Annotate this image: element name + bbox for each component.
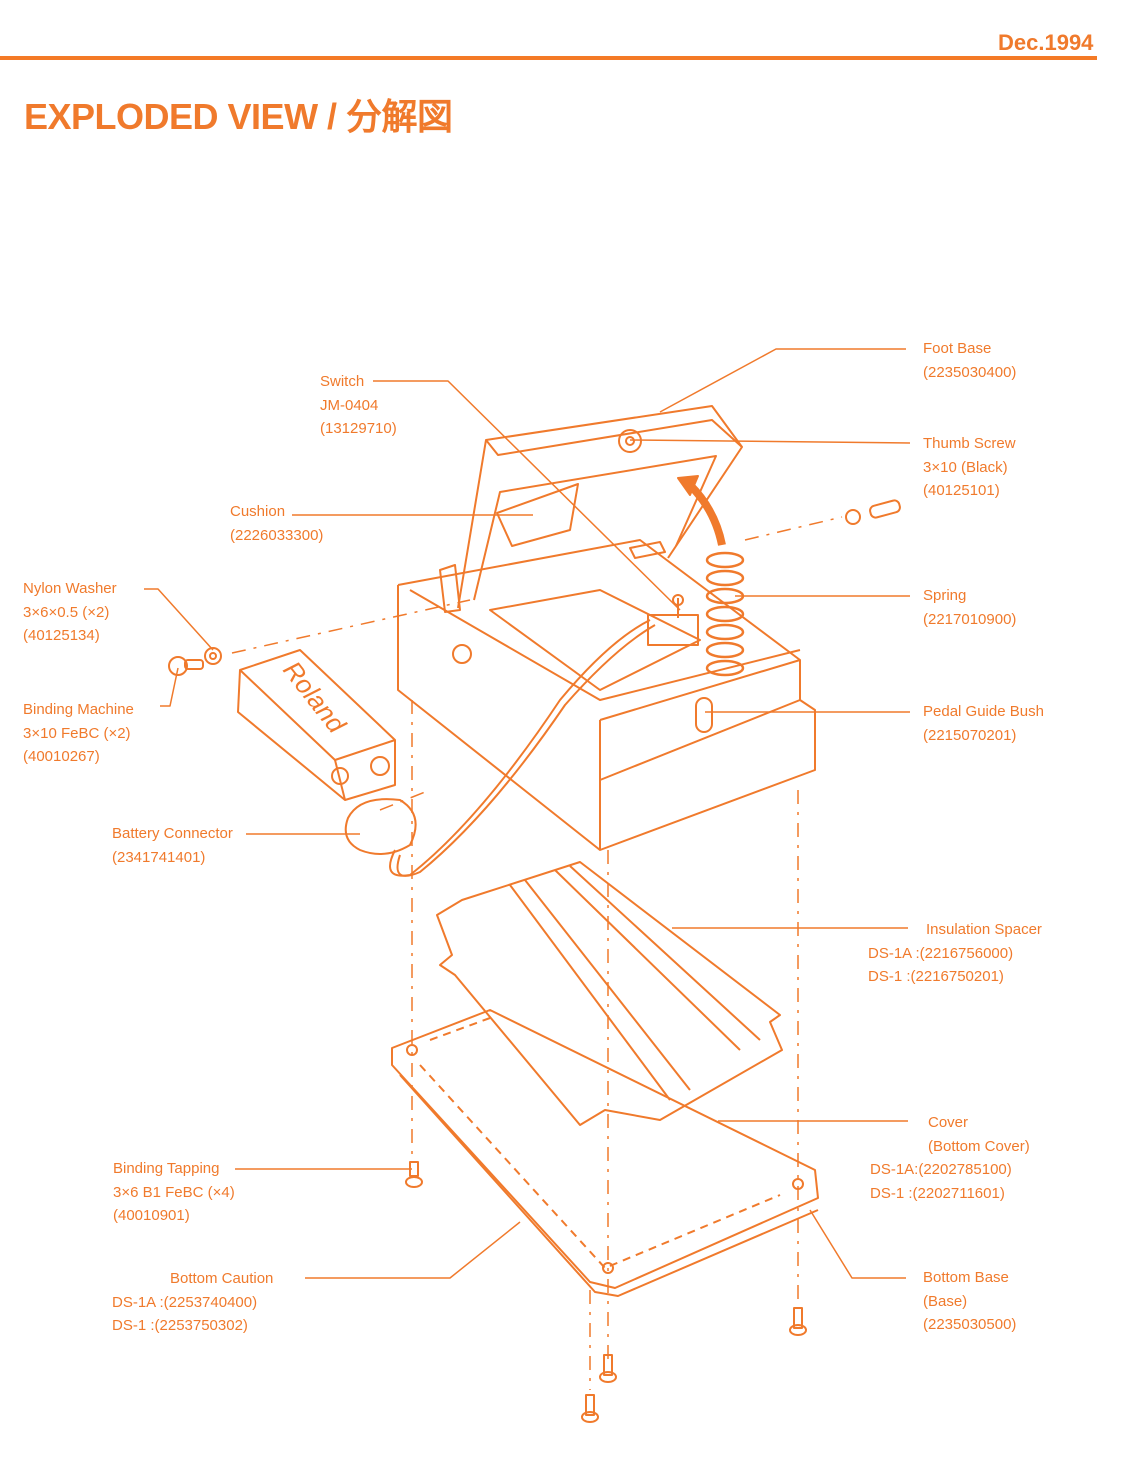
- part-number-ds1: DS-1 :(2216750201): [868, 968, 1004, 985]
- part-name: Cushion: [230, 503, 286, 520]
- part-number: (40125134): [23, 627, 100, 644]
- label-cover: Cover (Bottom Cover) DS-1A:(2202785100) …: [870, 1111, 1030, 1205]
- label-bottom-base: Bottom Base (Base) (2235030500): [923, 1266, 1016, 1337]
- part-name: Insulation Spacer: [926, 921, 1042, 938]
- part-number: (2226033300): [230, 526, 324, 544]
- part-name: Thumb Screw: [923, 435, 1016, 452]
- binding-machine-part: [168, 656, 204, 676]
- binding-tapping-screws: [405, 1161, 807, 1423]
- label-binding-machine: Binding Machine 3×10 FeBC (×2) (40010267…: [23, 698, 134, 769]
- part-name: Spring: [923, 587, 967, 604]
- part-spec: 3×10 FeBC (×2): [23, 724, 131, 742]
- part-number-ds1a: DS-1A :(2253740400): [112, 1293, 258, 1311]
- part-alias: (Base): [923, 1292, 968, 1310]
- label-binding-tapping: Binding Tapping 3×6 B1 FeBC (×4) (400109…: [113, 1157, 235, 1228]
- part-number-ds1a: DS-1A :(2216756000): [868, 944, 1014, 962]
- part-name: Pedal Guide Bush: [923, 703, 1044, 720]
- nylon-washer-part: [204, 647, 222, 665]
- part-alias: (Bottom Cover): [928, 1137, 1030, 1155]
- part-spec: 3×6 B1 FeBC (×4): [113, 1183, 235, 1201]
- label-nylon-washer: Nylon Washer 3×6×0.5 (×2) (40125134): [23, 577, 117, 648]
- bottom-base-part: [391, 1009, 819, 1297]
- part-name: Cover: [928, 1114, 969, 1131]
- page-title: EXPLODED VIEW / 分解図: [24, 96, 453, 137]
- label-spring: Spring (2217010900): [923, 584, 1016, 631]
- part-number: (2235030500): [923, 1316, 1017, 1333]
- part-name: Bottom Base: [923, 1269, 1009, 1286]
- part-number-ds1: DS-1 :(2202711601): [870, 1184, 1005, 1202]
- part-name: Binding Tapping: [113, 1160, 220, 1177]
- insulation-spacer-part: [436, 861, 783, 1126]
- part-number: (40010267): [23, 748, 100, 765]
- part-spec: 3×10 (Black): [923, 458, 1008, 476]
- part-number: (13129710): [320, 420, 397, 437]
- part-name: Foot Base: [923, 340, 992, 357]
- foot-base-part: [457, 405, 743, 609]
- document-date: Dec.1994: [998, 30, 1094, 55]
- label-thumb-screw: Thumb Screw 3×10 (Black) (40125101): [923, 432, 1016, 503]
- part-name: Binding Machine: [23, 701, 134, 718]
- label-bottom-caution: Bottom Caution DS-1A :(2253740400) DS-1 …: [112, 1267, 273, 1338]
- direction-arrow: [687, 482, 726, 546]
- part-number-ds1: DS-1 :(2253750302): [112, 1317, 248, 1334]
- label-switch: Switch JM-0404 (13129710): [320, 370, 397, 441]
- battery-connector-part: [344, 619, 656, 877]
- leader-lines: [144, 348, 911, 1279]
- label-pedal-guide-bush: Pedal Guide Bush (2215070201): [923, 700, 1044, 747]
- label-cushion: Cushion (2226033300): [230, 500, 323, 547]
- label-battery-connector: Battery Connector (2341741401): [112, 822, 233, 869]
- part-number: (40125101): [923, 482, 1000, 499]
- part-spec: 3×6×0.5 (×2): [23, 603, 110, 621]
- part-number: (40010901): [113, 1207, 190, 1224]
- assembly-axis-lines: [231, 516, 843, 1390]
- part-name: Bottom Caution: [170, 1270, 274, 1287]
- cushion-part: [496, 483, 579, 547]
- battery-part: Roland: [237, 649, 396, 801]
- part-name: Battery Connector: [112, 825, 233, 842]
- part-name: Switch: [320, 373, 365, 390]
- roland-logo: Roland: [277, 655, 352, 740]
- label-insulation-spacer: Insulation Spacer DS-1A :(2216756000) DS…: [868, 918, 1042, 989]
- label-foot-base: Foot Base (2235030400): [923, 337, 1016, 384]
- part-number: (2217010900): [923, 610, 1017, 628]
- part-number: (2215070201): [923, 726, 1017, 744]
- part-number: (2235030400): [923, 363, 1017, 381]
- part-name: Nylon Washer: [23, 580, 117, 597]
- switch-part: [647, 594, 699, 646]
- spring-part: [705, 551, 745, 677]
- thumb-screw-part: [845, 499, 901, 525]
- part-number-ds1a: DS-1A:(2202785100): [870, 1161, 1012, 1178]
- part-number: (2341741401): [112, 848, 206, 866]
- header-rule: [0, 56, 1097, 60]
- pedal-body-part: [397, 539, 816, 851]
- part-spec: JM-0404: [320, 396, 379, 414]
